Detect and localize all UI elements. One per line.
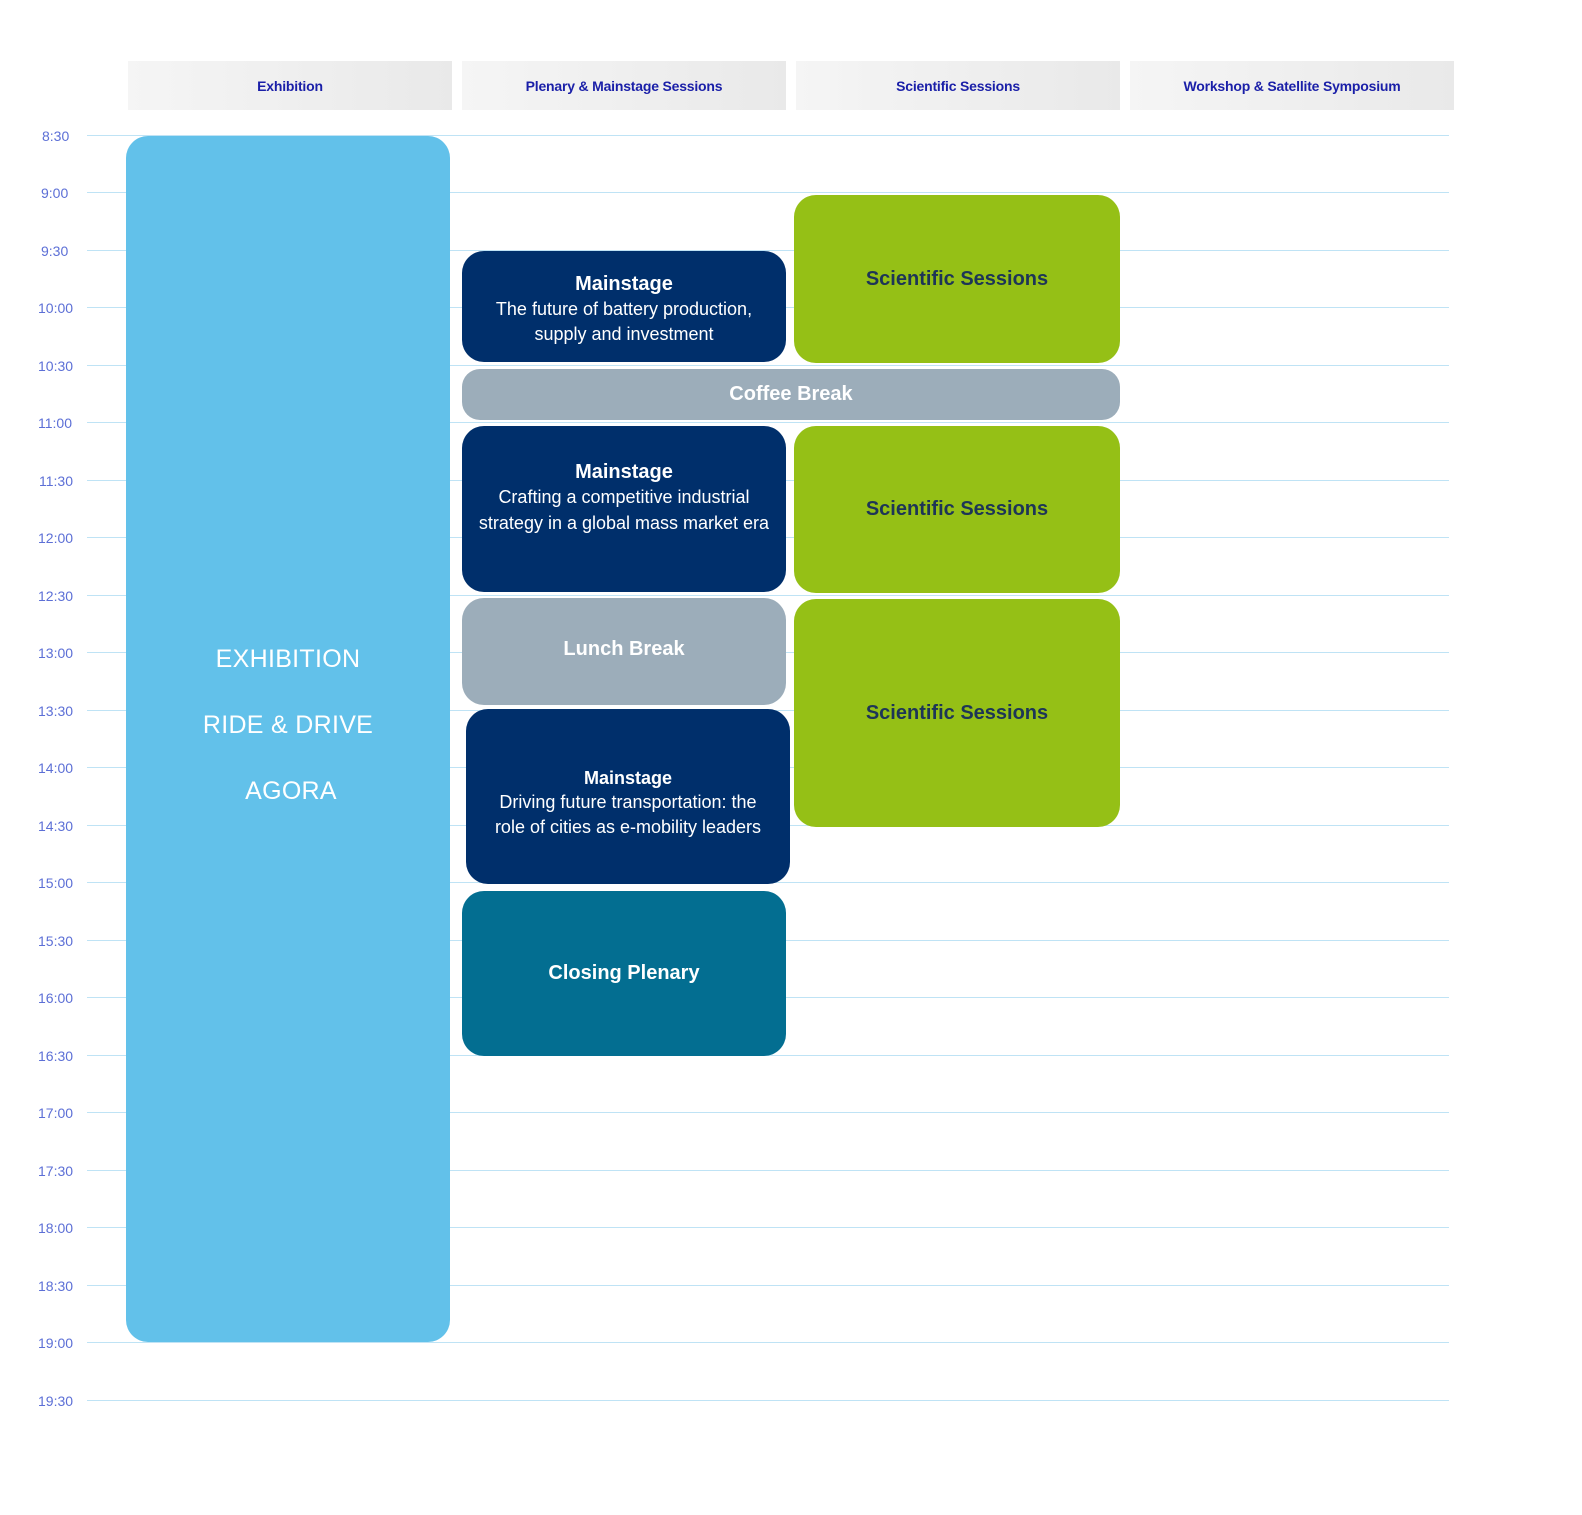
- time-label: 17:00: [38, 1105, 74, 1121]
- time-row: 19:30: [0, 1394, 1460, 1414]
- grid-line: [87, 135, 1449, 136]
- column-header-plenary-mainstage: Plenary & Mainstage Sessions: [462, 61, 786, 110]
- grid-line: [87, 250, 1449, 251]
- scientific-session-3[interactable]: Scientific Sessions: [794, 599, 1120, 827]
- time-label: 10:30: [38, 358, 74, 374]
- grid-line: [87, 1227, 1449, 1228]
- grid-line: [87, 1112, 1449, 1113]
- time-label: 19:30: [38, 1393, 74, 1409]
- lunch-break-label: Lunch Break: [563, 638, 685, 660]
- time-label: 15:30: [38, 933, 74, 949]
- time-label: 9:00: [41, 185, 69, 201]
- closing-plenary-label: Closing Plenary: [548, 962, 700, 984]
- time-row: 19:00: [0, 1336, 1460, 1356]
- time-row: 9:00: [0, 186, 1460, 206]
- time-label: 16:30: [38, 1048, 74, 1064]
- mainstage-subtitle: Driving future transportation: the role …: [494, 791, 762, 837]
- time-label: 17:30: [38, 1163, 74, 1179]
- time-row: 11:00: [0, 416, 1460, 436]
- mainstage-session-2[interactable]: Mainstage Crafting a competitive industr…: [462, 426, 786, 592]
- time-label: 14:30: [38, 818, 74, 834]
- mainstage-title: Mainstage: [583, 768, 673, 789]
- grid-line: [87, 595, 1449, 596]
- time-label: 14:00: [38, 760, 74, 776]
- time-label: 11:30: [39, 473, 73, 489]
- grid-line: [87, 365, 1449, 366]
- time-row: 12:30: [0, 589, 1460, 609]
- mainstage-session-1[interactable]: Mainstage The future of battery producti…: [462, 251, 786, 362]
- column-header-scientific-sessions: Scientific Sessions: [796, 61, 1120, 110]
- scientific-session-2[interactable]: Scientific Sessions: [794, 426, 1120, 593]
- time-row: 9:30: [0, 244, 1460, 264]
- time-label: 15:00: [38, 875, 74, 891]
- agora-label: AGORA: [245, 776, 337, 805]
- closing-plenary-block[interactable]: Closing Plenary: [462, 891, 786, 1056]
- grid-line: [87, 192, 1449, 193]
- grid-line: [87, 1285, 1449, 1286]
- time-label: 13:30: [38, 703, 74, 719]
- time-row: 17:00: [0, 1106, 1460, 1126]
- time-label: 10:00: [38, 300, 74, 316]
- time-label: 12:00: [38, 530, 74, 546]
- time-row: 10:30: [0, 359, 1460, 379]
- grid-line: [87, 1342, 1449, 1343]
- mainstage-subtitle: The future of battery production, supply…: [495, 298, 753, 344]
- time-label: 8:30: [42, 128, 70, 144]
- time-row: 18:30: [0, 1279, 1460, 1299]
- time-label: 18:30: [38, 1278, 74, 1294]
- time-label: 11:00: [38, 415, 72, 431]
- scientific-session-label: Scientific Sessions: [865, 267, 1049, 290]
- mainstage-subtitle: Crafting a competitive industrial strate…: [478, 487, 770, 533]
- exhibition-block[interactable]: EXHIBITION RIDE & DRIVE AGORA: [126, 136, 450, 1342]
- mainstage-session-3[interactable]: Mainstage Driving future transportation:…: [466, 709, 790, 884]
- time-row: 8:30: [0, 129, 1460, 149]
- lunch-break-block[interactable]: Lunch Break: [462, 598, 786, 705]
- time-label: 16:00: [38, 990, 74, 1006]
- time-label: 19:00: [38, 1335, 74, 1351]
- time-label: 12:30: [38, 588, 74, 604]
- scientific-session-label: Scientific Sessions: [865, 701, 1049, 724]
- time-row: 17:30: [0, 1164, 1460, 1184]
- time-label: 13:00: [38, 645, 74, 661]
- column-header-exhibition: Exhibition: [128, 61, 452, 110]
- grid-line: [87, 1170, 1449, 1171]
- mainstage-title: Mainstage: [575, 272, 673, 295]
- exhibition-label: EXHIBITION: [215, 644, 361, 673]
- time-label: 9:30: [41, 243, 69, 259]
- scientific-session-label: Scientific Sessions: [865, 498, 1049, 520]
- time-row: 18:00: [0, 1221, 1460, 1241]
- scientific-session-1[interactable]: Scientific Sessions: [794, 195, 1120, 363]
- grid-line: [87, 1400, 1449, 1401]
- mainstage-title: Mainstage: [575, 461, 673, 484]
- coffee-break-block[interactable]: Coffee Break: [462, 369, 1120, 420]
- coffee-break-label: Coffee Break: [729, 383, 853, 405]
- ride-and-drive-label: RIDE & DRIVE: [202, 710, 374, 739]
- time-label: 18:00: [38, 1220, 74, 1236]
- column-header-workshop-satellite: Workshop & Satellite Symposium: [1130, 61, 1454, 110]
- grid-line: [87, 422, 1449, 423]
